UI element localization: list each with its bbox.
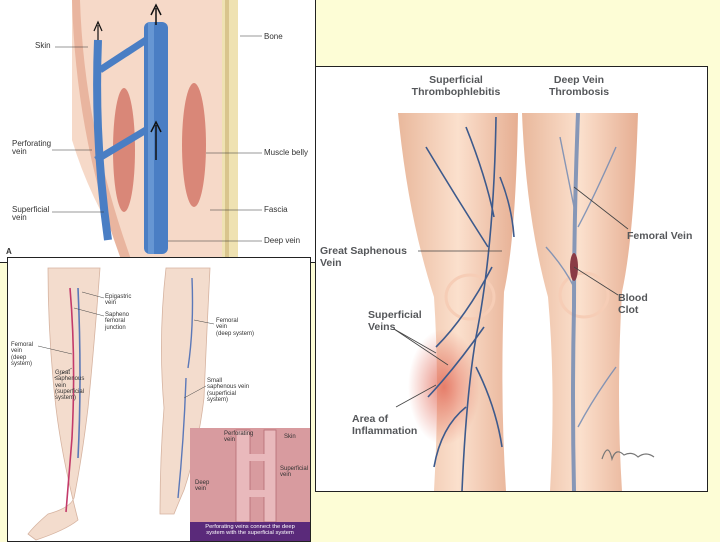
panel-venous-systems: Epigastric vein Sapheno femoral junction… <box>7 257 311 542</box>
femoral-vein-back-line <box>187 277 194 369</box>
label-blood-clot: Blood Clot <box>618 292 648 317</box>
label-skin: Skin <box>35 41 51 50</box>
label-superficial-veins: Superficial Veins <box>368 309 422 334</box>
label-area-of-inflammation: Area of Inflammation <box>352 413 418 438</box>
inset-label-skin: Skin <box>284 434 296 440</box>
cross-section-illustration <box>52 0 262 262</box>
heading-deep-vein-thrombosis: Deep Vein Thrombosis <box>548 74 610 99</box>
label-epigastric-vein: Epigastric vein <box>105 294 132 307</box>
artist-signature <box>601 449 655 462</box>
label-great-saphenous-vein: Great saphenous vein (superficial system… <box>55 370 85 402</box>
leg-venous-systems-illustration <box>27 267 310 541</box>
label-bone: Bone <box>264 32 283 41</box>
bone <box>222 0 238 262</box>
label-small-saphenous-vein: Small saphenous vein (superficial system… <box>207 378 250 403</box>
muscle-belly-right <box>182 83 206 207</box>
superficial-vein <box>93 39 112 241</box>
perforating-vein-upper <box>98 37 148 73</box>
kneecap-left <box>444 273 496 321</box>
label-fascia: Fascia <box>264 205 288 214</box>
heading-superficial-thrombophlebitis: Superficial Thrombophlebitis <box>411 74 501 99</box>
label-perforating-vein: Perforating vein <box>12 139 52 157</box>
great-saphenous-vein-line <box>65 287 75 513</box>
leg-deep-vein-thrombosis <box>522 113 638 491</box>
muscle-belly-left <box>113 88 135 212</box>
label-saphenofemoral-junction: Sapheno femoral junction <box>105 312 130 331</box>
small-saphenous-vein-line <box>177 377 187 499</box>
superficial-vein-network <box>425 116 515 491</box>
label-muscle-belly: Muscle belly <box>264 148 309 157</box>
leg-front <box>27 267 101 541</box>
legs-illustration <box>393 112 655 491</box>
label-great-saphenous-vein: Great Saphenous Vein <box>320 245 407 270</box>
deep-vein-network <box>545 112 617 491</box>
inset-label-deep-vein: Deep vein <box>195 480 210 493</box>
label-deep-vein: Deep vein <box>264 236 301 245</box>
panel-letter: A <box>6 247 12 256</box>
inset-label-perforating-vein: Perforating vein <box>224 431 254 444</box>
label-femoral-vein-right: Femoral vein (deep system) <box>216 318 255 337</box>
inset-deep-vein <box>235 429 251 523</box>
caption-perforating-veins: Perforating veins connect the deep syste… <box>190 522 310 541</box>
inset-superficial-vein <box>263 429 277 523</box>
label-superficial-vein: Superficial vein <box>12 205 50 223</box>
panel-perforating-vein-cross-section: Skin Bone Perforating vein Muscle belly … <box>0 0 316 263</box>
panel-thrombosis-comparison: Superficial Thrombophlebitis Deep Vein T… <box>315 66 708 492</box>
label-femoral-vein-deep: Femoral vein (deep system) <box>11 342 34 367</box>
skin-layer <box>72 0 132 262</box>
label-femoral-vein: Femoral Vein <box>627 230 693 242</box>
perforating-vein-lower <box>94 126 148 164</box>
inset-label-superficial-vein: Superficial vein <box>280 466 309 479</box>
